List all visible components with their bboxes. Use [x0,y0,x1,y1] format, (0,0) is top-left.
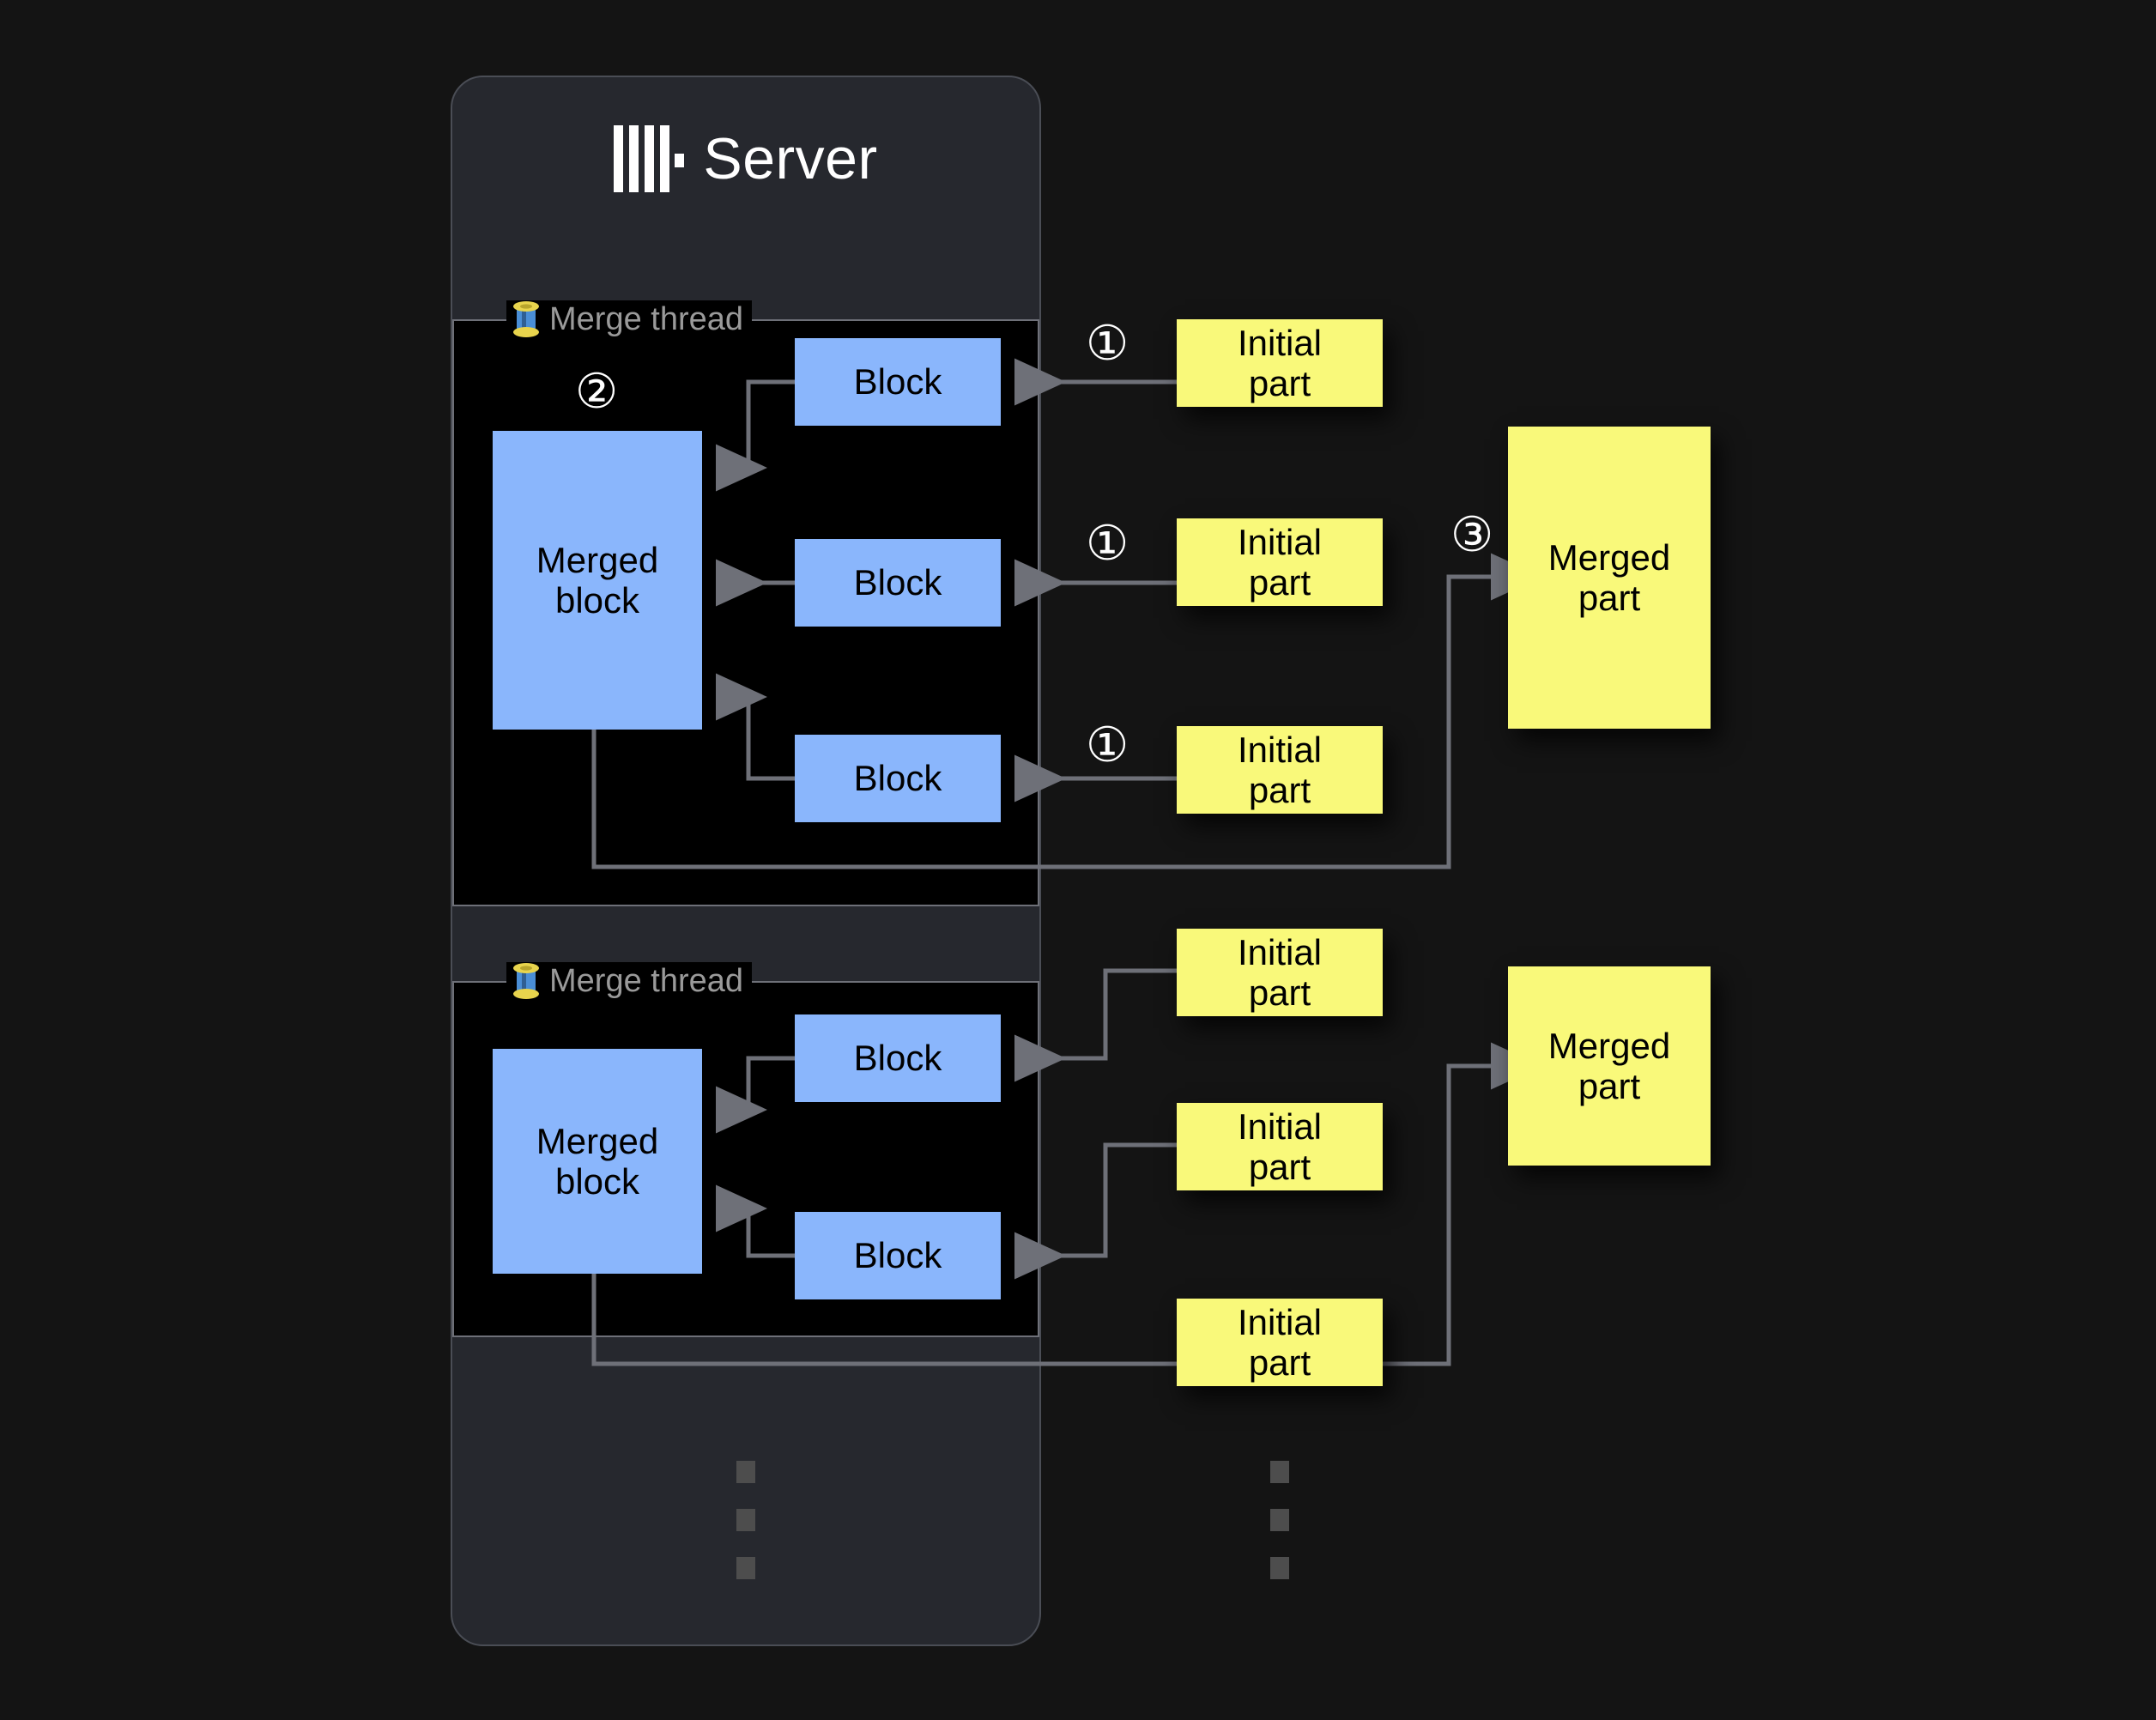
thread-spool-icon [513,963,539,999]
ellipsis-initial-parts [1270,1461,1289,1579]
server-title: Server [703,126,878,191]
block-1b: Block [795,539,1001,627]
merge-thread-label-text: Merge thread [549,963,744,999]
block-1a-label: Block [853,361,942,403]
block-1b-label: Block [853,562,942,603]
merge-thread-label-1: Merge thread [506,300,753,338]
ellipsis-dot [736,1509,755,1531]
block-1a: Block [795,338,1001,426]
ellipsis-dot [1270,1461,1289,1483]
step-marker-1c: ① [1086,718,1129,772]
block-2b-label: Block [853,1235,942,1276]
block-2a: Block [795,1014,1001,1102]
ellipsis-dot [736,1461,755,1483]
ellipsis-server-threads [736,1461,755,1579]
ellipsis-dot [1270,1509,1289,1531]
step-marker-2: ② [575,364,619,418]
ellipsis-dot [1270,1557,1289,1579]
block-1c: Block [795,735,1001,822]
step-marker-3: ③ [1450,507,1494,561]
step-marker-1b: ① [1086,516,1129,570]
block-1c-label: Block [853,758,942,799]
merge-thread-label-text: Merge thread [549,301,744,337]
ellipsis-dot [736,1557,755,1579]
thread-spool-icon [513,301,539,337]
step-marker-1a: ① [1086,316,1129,370]
block-2b: Block [795,1212,1001,1299]
block-2a-label: Block [853,1038,942,1079]
merge-thread-label-2: Merge thread [506,962,753,1000]
server-header: Server [451,112,1041,206]
clickhouse-logo-icon [614,125,685,192]
